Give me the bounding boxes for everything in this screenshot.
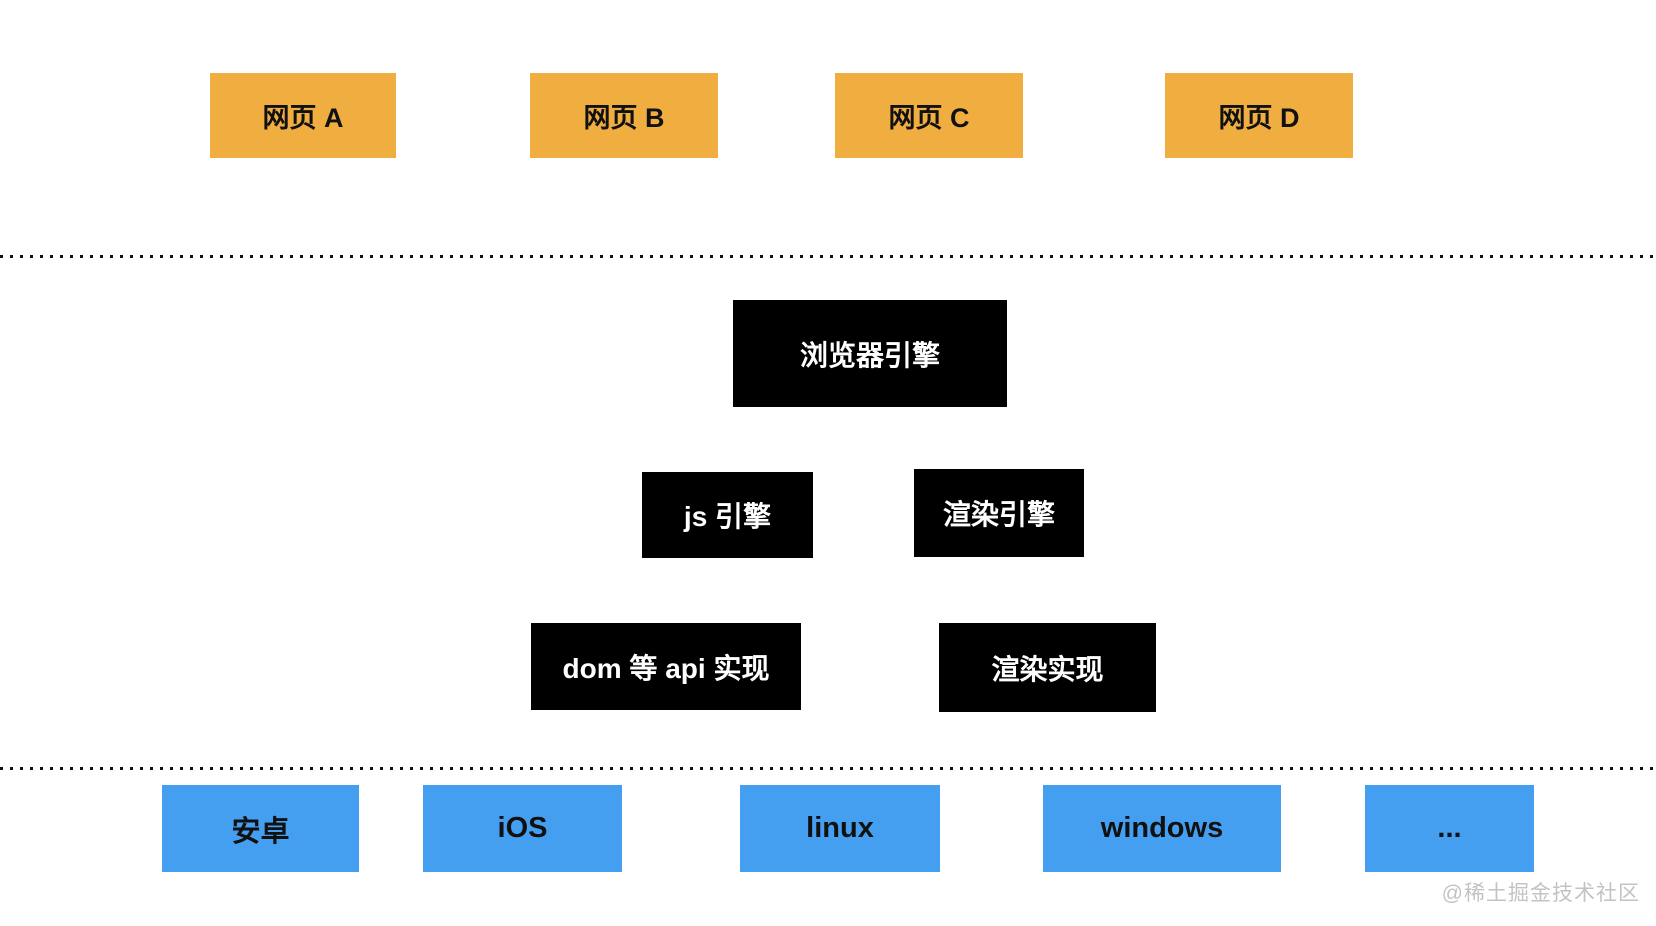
platform-android-box: 安卓 [162,785,359,872]
js-engine-box: js 引擎 [642,472,813,558]
platform-linux-box: linux [740,785,940,872]
dotted-divider-bottom [0,767,1656,770]
webpage-d-box: 网页 D [1165,73,1353,158]
juejin-watermark: @稀土掘金技术社区 [1441,882,1640,905]
render-engine-box: 渲染引擎 [914,469,1084,557]
dom-api-impl-box: dom 等 api 实现 [531,623,801,710]
platform-ios-box: iOS [423,785,622,872]
browser-engine-box: 浏览器引擎 [733,300,1007,407]
dotted-divider-top [0,255,1656,258]
webpage-c-box: 网页 C [835,73,1023,158]
webpage-b-box: 网页 B [530,73,718,158]
webpage-a-box: 网页 A [210,73,396,158]
render-impl-box: 渲染实现 [939,623,1156,712]
platform-more-box: ... [1365,785,1534,872]
platform-windows-box: windows [1043,785,1281,872]
